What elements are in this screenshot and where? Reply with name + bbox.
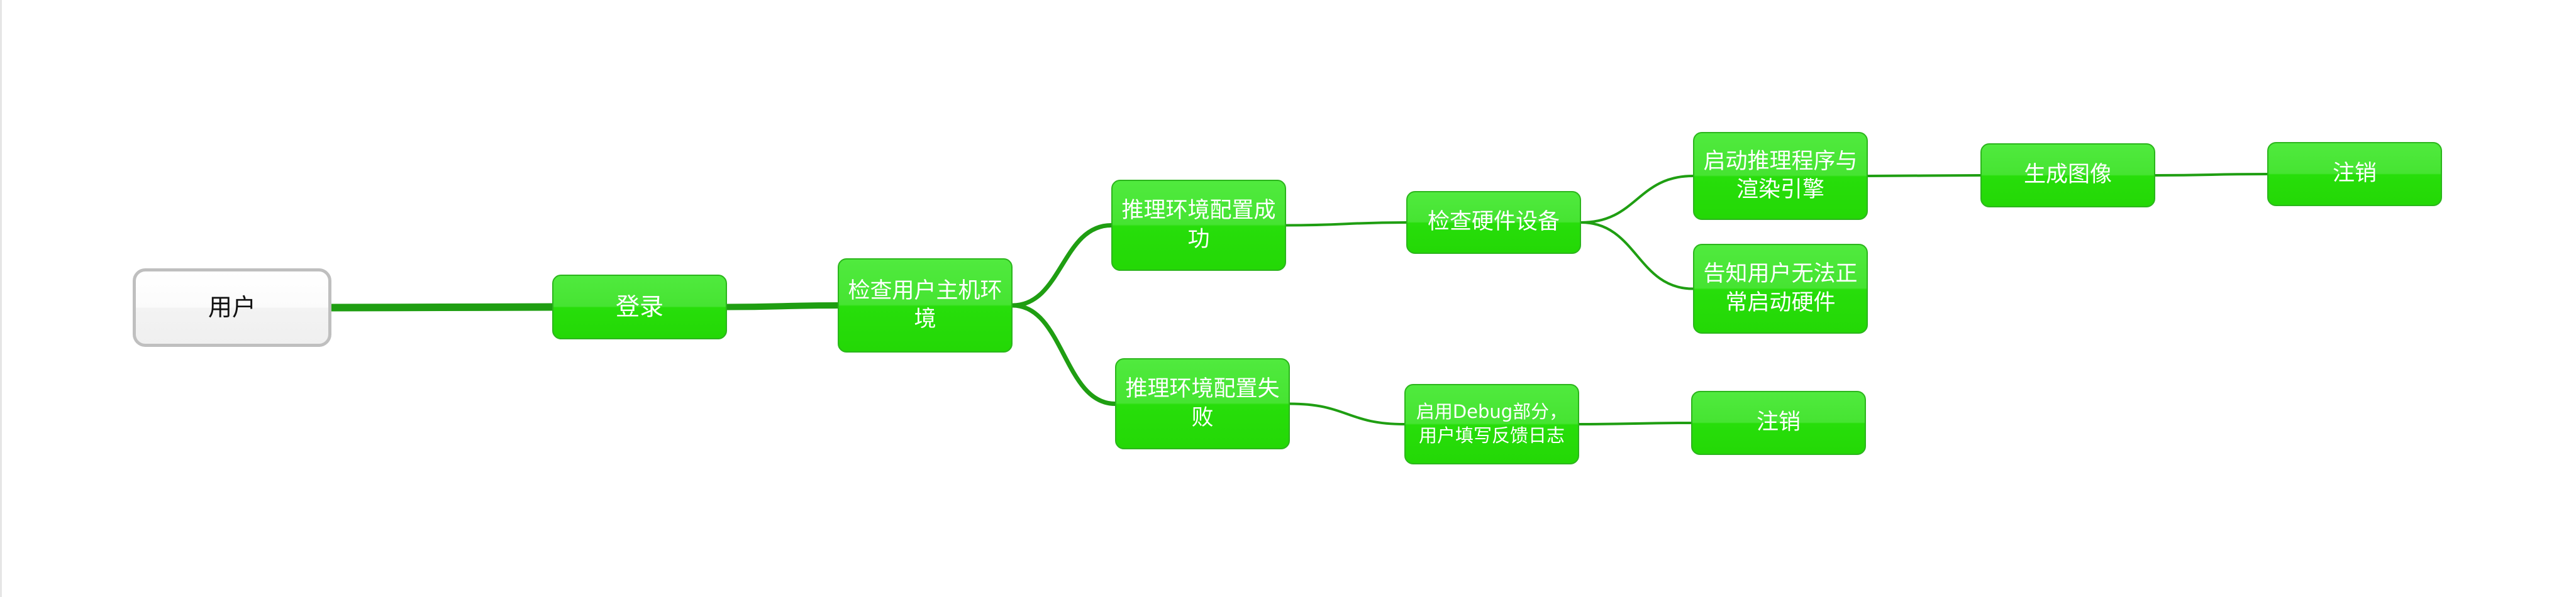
connector-check_env-to-env_fail xyxy=(1010,303,1118,406)
connector-gen_image-to-logout_1 xyxy=(2154,173,2268,177)
connector-user-to-login xyxy=(328,303,556,312)
connector-check_hw-to-start_engine xyxy=(1580,175,1694,224)
connector-debug-to-logout_2 xyxy=(1578,422,1692,425)
node-env-ok[interactable]: 推理环境配置成功 xyxy=(1111,180,1286,271)
node-notify-hardware-failure[interactable]: 告知用户无法正常启动硬件 xyxy=(1693,244,1868,334)
node-start-engine[interactable]: 启动推理程序与渲染引擎 xyxy=(1693,132,1868,220)
connector-env_ok-to-check_hw xyxy=(1285,221,1407,227)
node-generate-image[interactable]: 生成图像 xyxy=(1980,143,2155,207)
node-login[interactable]: 登录 xyxy=(552,275,727,339)
connector-check_env-to-env_ok xyxy=(1010,223,1114,308)
node-check-hardware[interactable]: 检查硬件设备 xyxy=(1406,191,1581,254)
node-env-fail[interactable]: 推理环境配置失败 xyxy=(1115,358,1290,449)
connector-login-to-check_env xyxy=(724,302,841,310)
left-border xyxy=(0,0,2,597)
node-check-env[interactable]: 检查用户主机环境 xyxy=(838,258,1013,353)
connector-check_hw-to-notify_fail xyxy=(1580,221,1694,290)
connector-start_engine-to-gen_image xyxy=(1867,174,1982,177)
node-debug-feedback[interactable]: 启用Debug部分，用户填写反馈日志 xyxy=(1404,384,1579,464)
node-user[interactable]: 用户 xyxy=(133,268,331,347)
node-logout-2[interactable]: 注销 xyxy=(1691,391,1866,455)
node-logout-1[interactable]: 注销 xyxy=(2267,142,2442,206)
connector-env_fail-to-debug xyxy=(1289,402,1406,425)
